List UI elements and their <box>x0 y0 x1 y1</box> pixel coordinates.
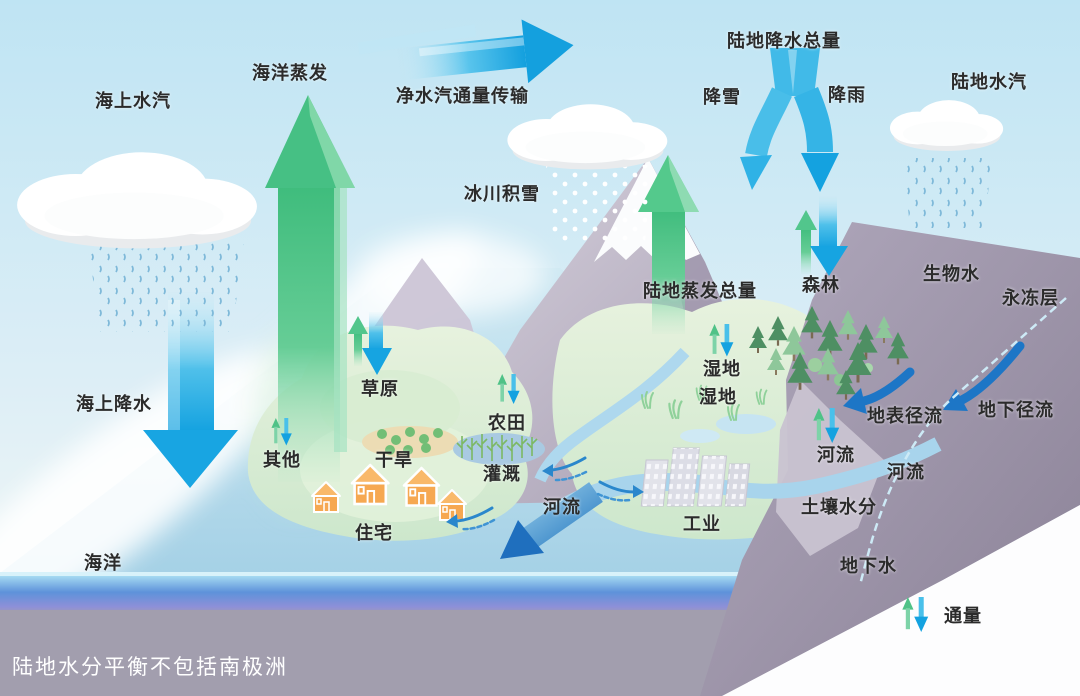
label-snowfall: 降雪 <box>703 87 741 107</box>
label-rainfall: 降雨 <box>828 85 866 105</box>
label-bio-water: 生物水 <box>923 264 980 284</box>
label-wetland-upper: 湿地 <box>703 359 741 379</box>
land-evaporation-arrow <box>638 155 699 334</box>
label-residential: 住宅 <box>355 523 393 543</box>
label-forest: 森林 <box>802 275 840 295</box>
label-land-precip-total: 陆地降水总量 <box>727 31 841 51</box>
grassland-flux-arrows <box>348 312 392 375</box>
ocean-evaporation-arrow <box>265 95 355 482</box>
label-ocean-evaporation: 海洋蒸发 <box>252 63 328 83</box>
page-corner <box>722 505 1080 696</box>
farmland-field <box>453 433 545 465</box>
label-wetland-lower: 湿地 <box>699 387 737 407</box>
label-permafrost: 永冻层 <box>1002 288 1059 308</box>
river-exchange-arrows <box>446 456 644 531</box>
label-river-right: 河流 <box>887 462 925 482</box>
label-drought: 干旱 <box>375 450 413 470</box>
label-groundwater: 地下水 <box>840 556 897 576</box>
label-land-evap-total: 陆地蒸发总量 <box>643 281 757 301</box>
permafrost-boundary-line <box>858 297 1067 586</box>
drought-bushes <box>362 426 458 458</box>
sea-cloud-icon <box>17 152 257 249</box>
label-grassland: 草原 <box>361 379 399 399</box>
label-river-mouth: 河流 <box>543 497 581 517</box>
label-land-vapor: 陆地水汽 <box>951 72 1027 92</box>
label-farmland: 农田 <box>488 413 526 433</box>
label-sea-vapor: 海上水汽 <box>95 91 171 111</box>
forest-trees <box>749 306 909 400</box>
label-ocean: 海洋 <box>84 553 122 573</box>
net-vapor-flux-arrow <box>358 19 574 84</box>
land-cloud-icon <box>889 100 1004 151</box>
caption-note: 陆地水分平衡不包括南极洲 <box>12 656 288 679</box>
label-industry: 工业 <box>683 514 721 534</box>
label-sea-precip: 海上降水 <box>76 394 152 414</box>
label-glacier-snow: 冰川积雪 <box>464 184 540 204</box>
mountain-snowfall <box>546 165 652 242</box>
label-surface-runoff: 地表径流 <box>867 406 943 426</box>
valley-wedge <box>776 380 884 556</box>
underground-runoff-arrow <box>943 341 1025 411</box>
industry-buildings <box>640 447 751 507</box>
land-precipitation-fork-arrow <box>740 48 839 192</box>
surface-runoff-arrow <box>843 367 915 414</box>
block-front-face <box>0 572 752 696</box>
land-rain <box>903 158 992 228</box>
forest-flux-arrows <box>795 196 848 276</box>
label-soil-moisture: 土壤水分 <box>801 497 877 517</box>
label-underground-runoff: 地下径流 <box>978 400 1054 420</box>
label-other: 其他 <box>263 450 301 470</box>
sea-rain <box>88 242 244 332</box>
label-flux-legend: 通量 <box>944 606 982 626</box>
label-net-vapor-flux: 净水汽通量传输 <box>396 86 529 106</box>
label-river-mid: 河流 <box>817 445 855 465</box>
mountain-cloud-icon <box>507 104 668 170</box>
river-mouth-arrow <box>500 482 603 559</box>
label-irrigation: 灌溉 <box>483 464 521 484</box>
